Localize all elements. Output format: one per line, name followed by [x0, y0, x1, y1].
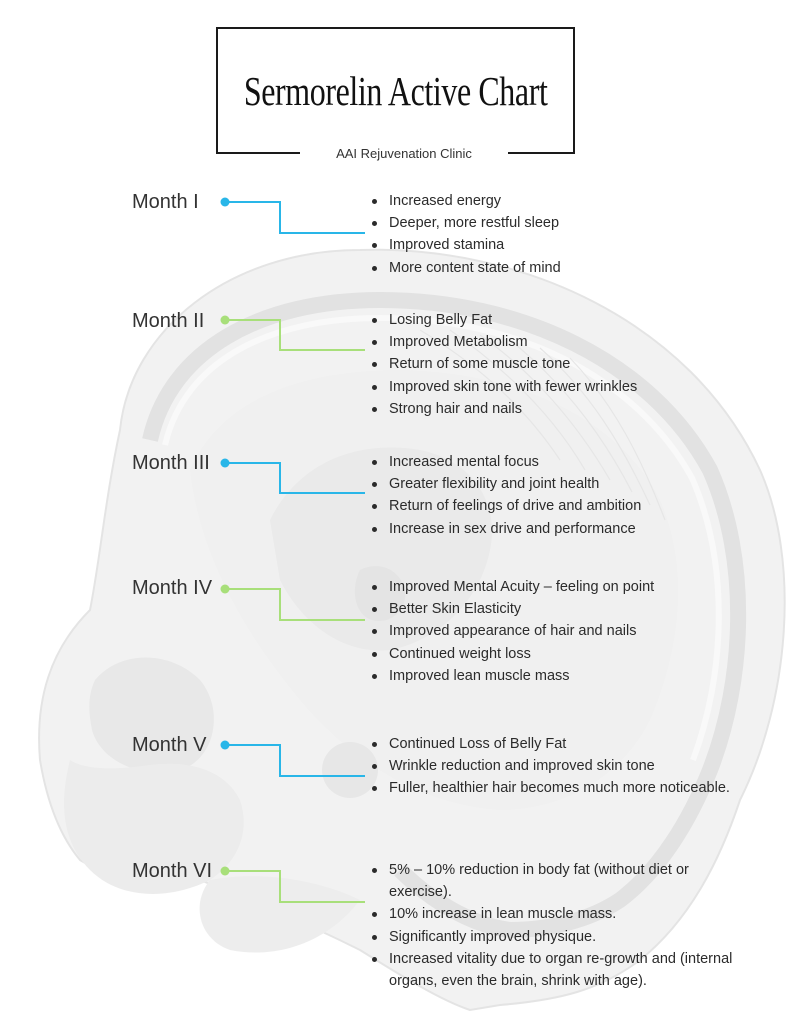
connector-dot: [220, 740, 230, 750]
benefit-item: More content state of mind: [370, 257, 750, 279]
benefit-item: Improved Mental Acuity – feeling on poin…: [370, 576, 750, 598]
page-title: Sermorelin Active Chart: [243, 67, 548, 114]
benefit-item: 10% increase in lean muscle mass.: [370, 903, 750, 925]
connector-dot: [220, 866, 230, 876]
benefit-item: Increased mental focus: [370, 451, 750, 473]
connector-line: [225, 870, 365, 903]
month-label: Month VI: [132, 860, 213, 882]
benefit-item: Wrinkle reduction and improved skin tone: [370, 755, 750, 777]
benefit-item: Deeper, more restful sleep: [370, 212, 750, 234]
benefit-item: Return of some muscle tone: [370, 353, 750, 375]
benefit-item: Improved skin tone with fewer wrinkles: [370, 376, 750, 398]
connector-line: [225, 588, 365, 621]
benefit-item: Return of feelings of drive and ambition: [370, 495, 750, 517]
connector-dot: [220, 197, 230, 207]
month-label: Month V: [132, 734, 207, 756]
benefit-item: Greater flexibility and joint health: [370, 473, 750, 495]
benefit-item: Better Skin Elasticity: [370, 598, 750, 620]
benefit-item: Fuller, healthier hair becomes much more…: [370, 777, 750, 799]
connector-line: [225, 319, 365, 351]
benefit-item: Improved Metabolism: [370, 331, 750, 353]
connector-line: [225, 462, 365, 494]
benefit-list: Losing Belly Fat Improved Metabolism Ret…: [370, 309, 750, 420]
benefit-list: Increased energy Deeper, more restful sl…: [370, 190, 750, 279]
connector-dot: [220, 315, 230, 325]
benefit-item: Losing Belly Fat: [370, 309, 750, 331]
benefit-item: Significantly improved physique.: [370, 926, 750, 948]
benefit-item: Improved appearance of hair and nails: [370, 620, 750, 642]
benefit-item: Strong hair and nails: [370, 398, 750, 420]
benefit-item: 5% – 10% reduction in body fat (without …: [370, 859, 750, 903]
connector-line: [225, 744, 365, 777]
benefit-item: Improved stamina: [370, 234, 750, 256]
month-label: Month III: [132, 452, 210, 474]
benefit-item: Improved lean muscle mass: [370, 665, 750, 687]
benefit-list: Improved Mental Acuity – feeling on poin…: [370, 576, 750, 687]
clinic-name: AAI Rejuvenation Clinic: [300, 143, 508, 165]
connector-line: [225, 201, 365, 234]
connector-dot: [220, 458, 230, 468]
month-label: Month IV: [132, 577, 213, 599]
benefit-list: Increased mental focus Greater flexibili…: [370, 451, 750, 540]
benefit-list: Continued Loss of Belly Fat Wrinkle redu…: [370, 733, 750, 800]
connector-dot: [220, 584, 230, 594]
month-label: Month I: [132, 191, 199, 213]
benefit-list: 5% – 10% reduction in body fat (without …: [370, 859, 750, 992]
benefit-item: Continued Loss of Belly Fat: [370, 733, 750, 755]
benefit-item: Increased energy: [370, 190, 750, 212]
benefit-item: Increase in sex drive and performance: [370, 518, 750, 540]
benefit-item: Continued weight loss: [370, 643, 750, 665]
month-label: Month II: [132, 310, 205, 332]
benefit-item: Increased vitality due to organ re-growt…: [370, 948, 750, 992]
